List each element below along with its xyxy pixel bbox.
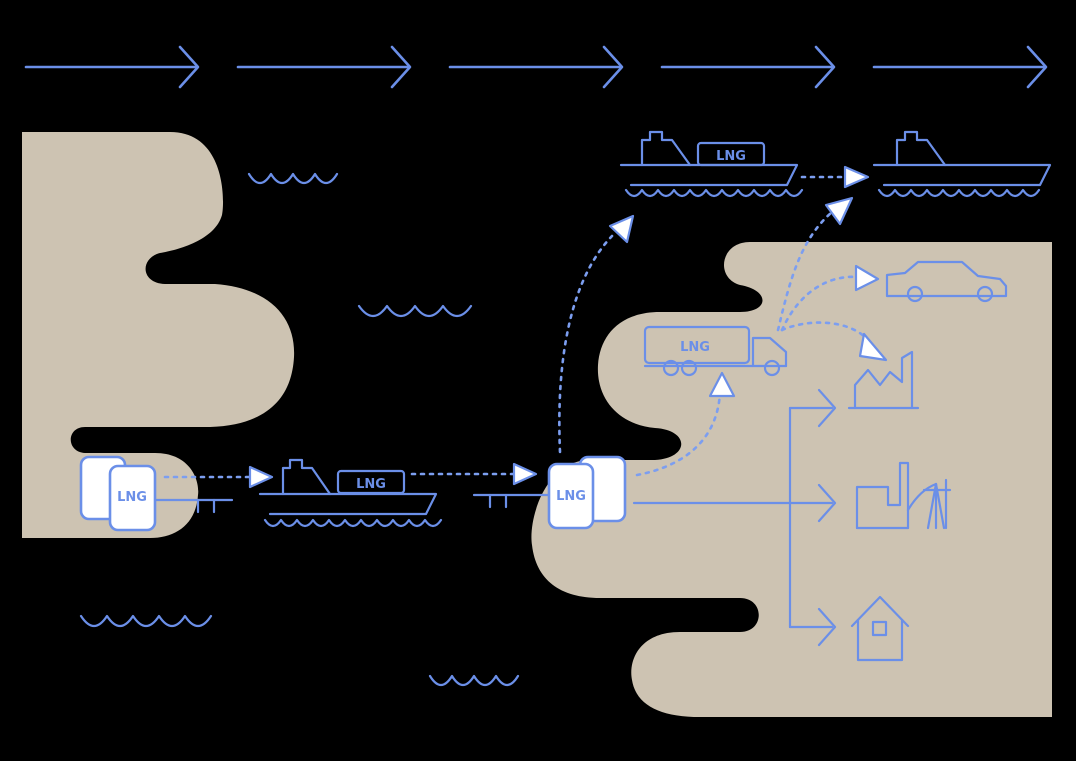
transfer-routes <box>163 165 888 489</box>
receiving-ship <box>872 130 1052 198</box>
import-landmass <box>531 242 1052 717</box>
arrow-icon <box>817 388 837 428</box>
pier-icon <box>472 493 551 509</box>
arrow-icon <box>817 483 837 523</box>
tanker-truck: LNG <box>643 325 788 377</box>
export-terminal-label: LNG <box>117 490 147 505</box>
ship-icon <box>872 130 1052 198</box>
ship-icon <box>619 130 804 198</box>
truck-label: LNG <box>680 340 710 355</box>
stage-arrow-3 <box>448 45 624 89</box>
export-landmass <box>22 132 295 538</box>
lng-tank-icon <box>108 464 157 532</box>
distribution-lines <box>632 388 837 647</box>
export-terminal: LNG <box>79 455 234 532</box>
factory-icon <box>847 350 920 410</box>
wave-icon <box>79 614 213 628</box>
ship-icon <box>258 458 443 528</box>
bunkering-vessel-label: LNG <box>716 149 746 164</box>
wave-icon <box>357 304 473 318</box>
power-plant-icon <box>855 461 952 530</box>
carrier-label: LNG <box>356 477 386 492</box>
import-terminal-label: LNG <box>556 489 586 504</box>
bunkering-vessel: LNG <box>619 130 804 198</box>
stage-arrow-1 <box>24 45 200 89</box>
lng-carrier-ship: LNG <box>258 458 443 528</box>
import-terminal: LNG <box>472 455 627 530</box>
stage-arrow-4 <box>660 45 836 89</box>
arrow-icon <box>817 607 837 647</box>
stage-arrow-5 <box>872 45 1048 89</box>
stage-arrows <box>24 45 1048 89</box>
wave-icon <box>247 172 339 185</box>
stage-arrow-2 <box>236 45 412 89</box>
pier-icon <box>154 498 234 514</box>
car-icon <box>885 260 1008 303</box>
ocean-waves <box>79 172 520 687</box>
truck-icon <box>643 325 788 377</box>
house-icon <box>850 595 910 662</box>
wave-icon <box>428 674 520 687</box>
